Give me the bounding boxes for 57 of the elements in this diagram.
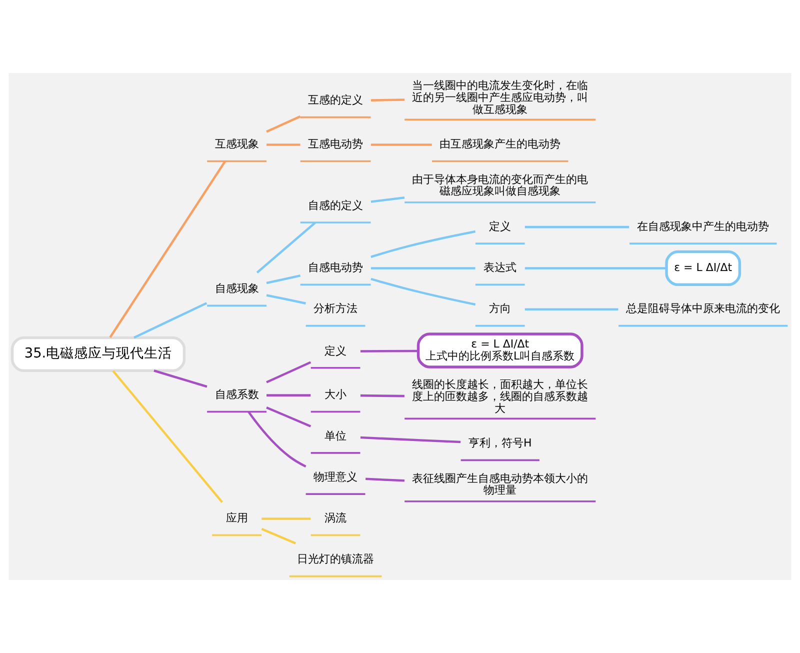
connector bbox=[266, 274, 301, 284]
connector bbox=[154, 370, 208, 388]
node-text: 单位 bbox=[324, 429, 347, 442]
node-text: 自感系数 bbox=[214, 388, 259, 402]
connector bbox=[360, 350, 418, 352]
connector bbox=[266, 394, 311, 396]
node-text: 应用 bbox=[226, 512, 248, 525]
connector bbox=[266, 294, 306, 304]
connector bbox=[370, 144, 432, 146]
node-text: 当一线圈中的电流发生变化时，在临近的另一线圈中产生感应电动势，叫做互感现象 bbox=[412, 79, 588, 116]
node-text: 日光灯的镇流器 bbox=[297, 552, 374, 566]
connector bbox=[256, 222, 316, 274]
node-text: 定义 bbox=[489, 220, 512, 233]
node-text: 互感电动势 bbox=[308, 138, 364, 151]
connector bbox=[524, 308, 618, 310]
connector bbox=[262, 518, 311, 520]
node-text: 分析方法 bbox=[314, 302, 358, 316]
node-text: 亨利，符号H bbox=[468, 436, 532, 450]
connector bbox=[366, 478, 405, 482]
node-text: 互感现象 bbox=[214, 138, 259, 151]
connector bbox=[370, 196, 405, 203]
connector bbox=[370, 278, 476, 306]
connector bbox=[360, 394, 404, 398]
connector bbox=[266, 115, 301, 133]
connector bbox=[266, 361, 312, 384]
connector bbox=[360, 436, 461, 444]
connector bbox=[112, 370, 224, 503]
connector bbox=[109, 160, 226, 338]
node-text: 自感现象 bbox=[214, 282, 259, 296]
node-text: 线圈的长度越长，面积越大，单位长度上的匝数越多，线圈的自感系数越大 bbox=[412, 378, 588, 415]
node-box: ε = L ΔI/Δt bbox=[665, 250, 742, 286]
connector bbox=[266, 144, 300, 146]
connector bbox=[134, 302, 208, 339]
connector bbox=[370, 267, 476, 270]
node-text: 互感的定义 bbox=[308, 94, 364, 107]
node-text: 定义 bbox=[324, 344, 347, 358]
node-text: 涡流 bbox=[324, 512, 347, 525]
node-text: 表征线圈产生自感电动势本领大小的物理量 bbox=[412, 472, 588, 497]
node-text: 自感的定义 bbox=[308, 198, 364, 212]
node-text: 在自感现象中产生的电动势 bbox=[637, 220, 770, 233]
node-box: 35.电磁感应与现代生活 bbox=[10, 336, 186, 372]
node-text: 大小 bbox=[324, 388, 347, 402]
connector bbox=[261, 528, 296, 544]
connector bbox=[266, 406, 312, 428]
connector bbox=[370, 230, 476, 258]
node-text: 总是阻碍导体中原来电流的变化 bbox=[626, 302, 780, 316]
connector bbox=[524, 267, 666, 270]
connector bbox=[524, 226, 630, 228]
node-text: 自感电动势 bbox=[308, 261, 364, 274]
connector bbox=[370, 98, 405, 102]
node-box: ε = L ΔI/Δt 上式中的比例系数L叫自感系数 bbox=[416, 332, 584, 368]
node-text: 方向 bbox=[489, 302, 512, 316]
node-text: 由互感现象产生的电动势 bbox=[440, 138, 561, 151]
node-text: 由于导体本身电流的变化而产生的电磁感应现象叫做自感现象 bbox=[412, 172, 588, 198]
node-text: 物理意义 bbox=[314, 470, 358, 484]
connector bbox=[248, 411, 306, 468]
node-text: 表达式 bbox=[484, 261, 517, 274]
